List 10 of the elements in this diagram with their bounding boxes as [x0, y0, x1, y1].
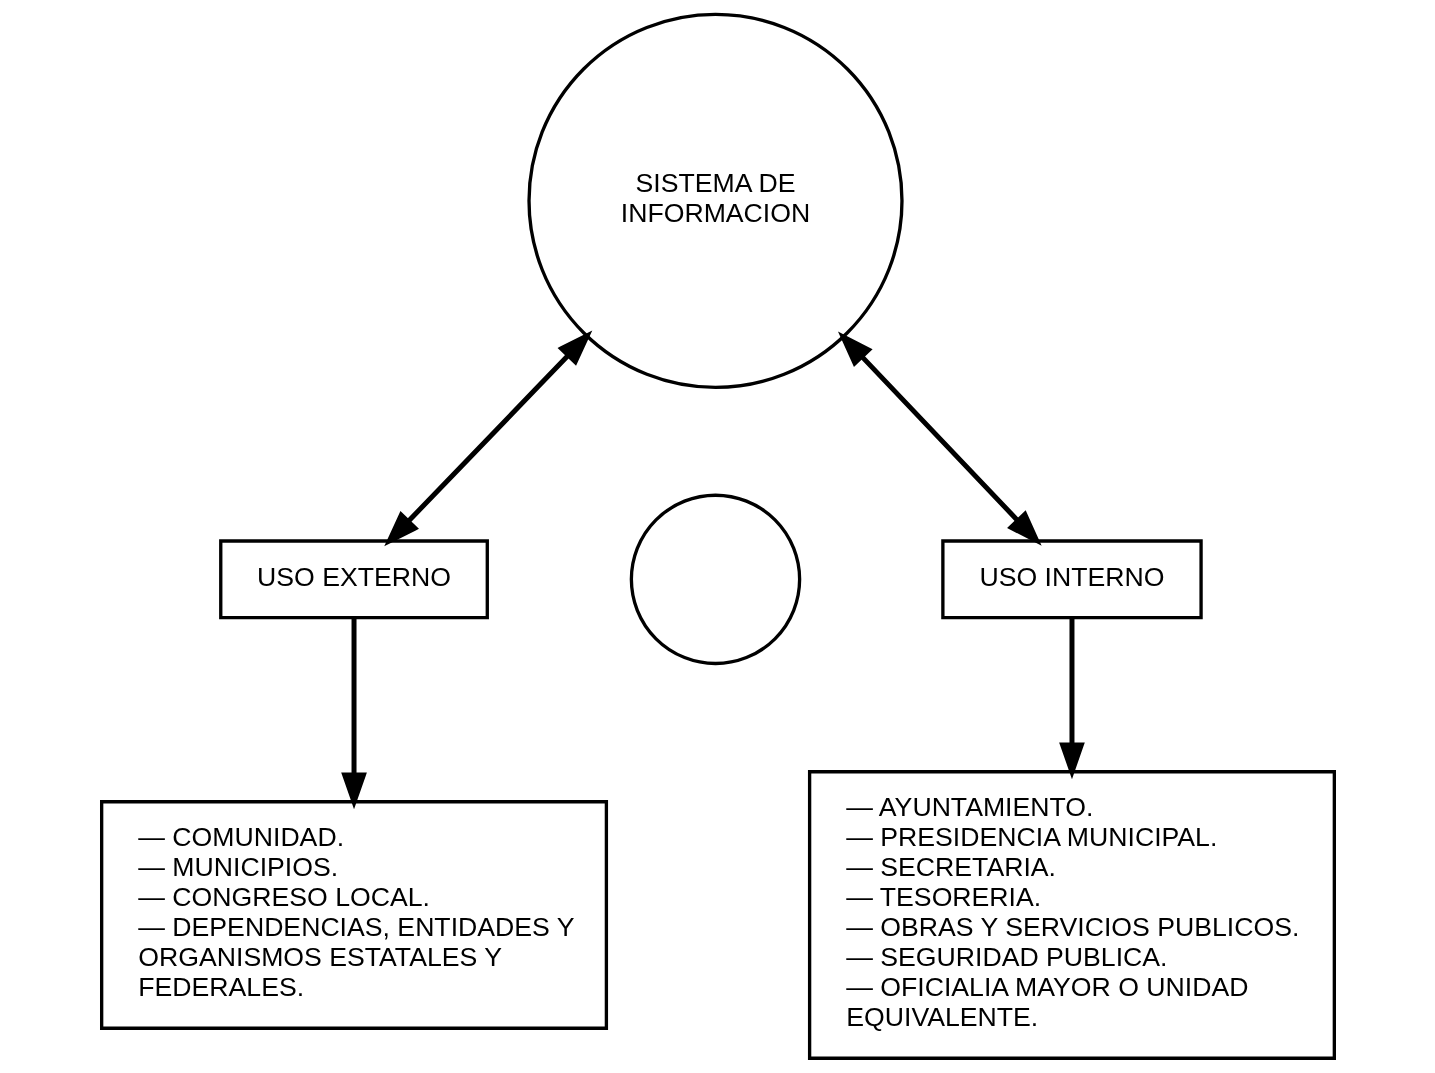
arrow [383, 330, 592, 547]
node-circle: SISTEMA DE INFORMACION [526, 12, 904, 389]
node-circle [629, 493, 801, 666]
node-box: USO INTERNO [940, 539, 1203, 620]
arrow [340, 617, 367, 810]
node-box: USO EXTERNO [218, 539, 489, 620]
arrow [1058, 617, 1085, 780]
node-box: — COMUNIDAD. — MUNICIPIOS. — CONGRESO LOCAL. — DEPENDENCIAS, ENTIDADES Y ORGANISMOS ESTATALES Y FEDERALES. [99, 800, 608, 1030]
node-box: — AYUNTAMIENTO. — PRESIDENCIA MUNICIPAL. — SECRETARIA. — TESORERIA. — OBRAS Y SERVICIOS PUBLICOS. — SEGURIDAD PUBLICA. — OFICIALIA MAYOR O UNIDAD EQUIVALENTE. [807, 770, 1336, 1060]
arrow [837, 331, 1042, 546]
